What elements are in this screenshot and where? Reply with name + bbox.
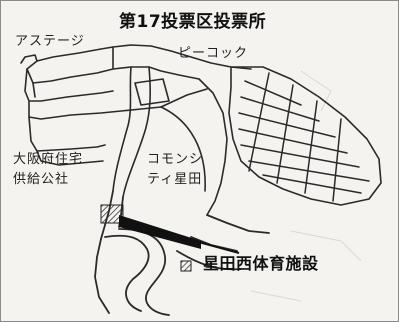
road-diagonal [160, 88, 208, 108]
road-center-loop [198, 78, 228, 216]
road-right-lower [206, 214, 270, 234]
road-left-loop [24, 68, 114, 102]
label-polling-place: 星田西体育施設 [203, 254, 319, 273]
road-left-cap [20, 54, 38, 64]
road-lower-left [28, 116, 106, 152]
road-right-outline [228, 66, 382, 206]
road-top [112, 44, 252, 70]
label-community-line1: コモンシ [147, 152, 204, 167]
road-left-inner [32, 82, 36, 98]
road-center-inner [160, 106, 206, 192]
map-title: 第17投票区投票所 [119, 12, 267, 32]
residential-streets [238, 72, 370, 202]
road-lower-left-2 [36, 150, 104, 166]
label-housing-line1: 大阪府住宅 [13, 152, 84, 167]
road-peacock-curve [112, 66, 132, 192]
label-astage: アステージ [15, 34, 85, 49]
background-texture [250, 70, 362, 302]
road-network [20, 44, 382, 216]
pointer-line-icon [120, 220, 240, 254]
label-housing-line2: 供給公社 [13, 172, 70, 187]
road-middle [28, 100, 162, 120]
road-lower-loop [176, 250, 242, 271]
road-astage-outline [26, 46, 114, 84]
road-winding-lower [104, 234, 150, 312]
polling-place-marker [100, 204, 240, 272]
road-peacock-curve-2 [122, 66, 151, 198]
road-bottom-left [94, 238, 110, 314]
road-top-2 [112, 66, 200, 80]
label-peacock: ピーコック [178, 46, 249, 61]
label-community-line2: ティ星田 [147, 172, 203, 187]
hatched-block-icon [100, 204, 124, 224]
road-winding-lower-2 [118, 228, 170, 316]
road-peacock-box [134, 78, 170, 106]
small-building-icon [180, 260, 192, 272]
